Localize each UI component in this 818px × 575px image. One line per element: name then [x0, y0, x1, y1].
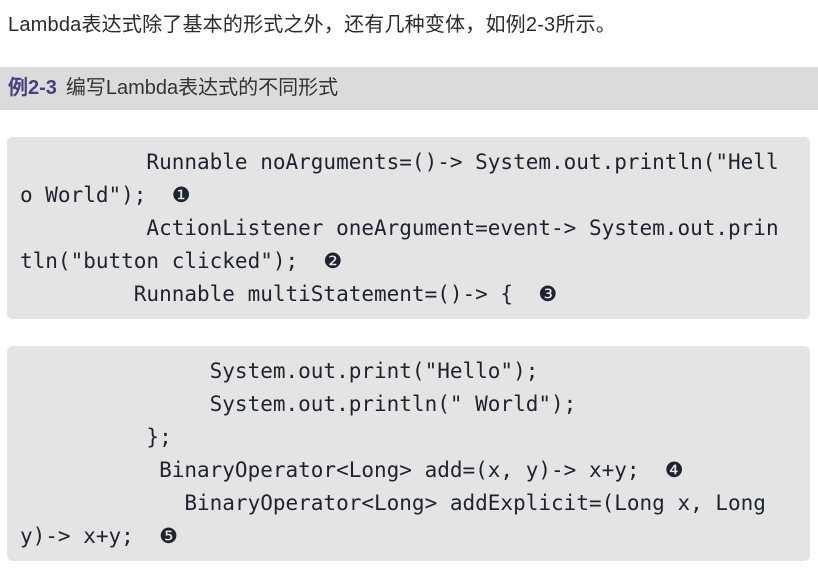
code-block-lambda-forms-part1: Runnable noArguments=()-> System.out.pri… — [7, 137, 810, 319]
example-title: 编写Lambda表达式的不同形式 — [65, 77, 339, 99]
example-header: 例2-3 编写Lambda表达式的不同形式 — [0, 67, 818, 110]
code-block-lambda-forms-part2: System.out.print("Hello"); System.out.pr… — [7, 346, 810, 561]
example-label: 例2-3 — [8, 77, 57, 99]
book-page: Lambda表达式除了基本的形式之外，还有几种变体，如例2-3所示。 例2-3 编… — [0, 12, 818, 575]
intro-paragraph: Lambda表达式除了基本的形式之外，还有几种变体，如例2-3所示。 — [8, 14, 616, 36]
